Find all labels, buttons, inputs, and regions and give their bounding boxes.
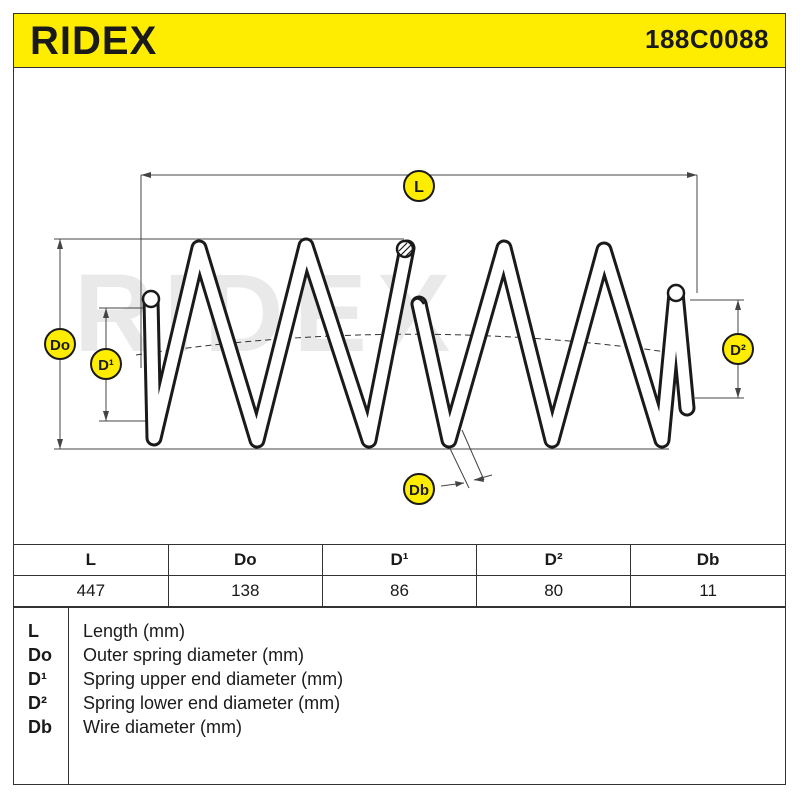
product-sheet: RIDEX 188C0088 RIDEX xyxy=(13,13,786,785)
spring-diagram: RIDEX xyxy=(44,170,754,505)
wire-cut-end xyxy=(395,239,415,259)
spring-drawing: RIDEX xyxy=(14,68,785,543)
header-Db: Db xyxy=(630,544,785,576)
label-D2: D² xyxy=(730,342,746,359)
value-L: 447 xyxy=(14,575,169,607)
label-Db-badge: Db xyxy=(403,473,435,505)
ridex-logo: RIDEX xyxy=(30,23,157,59)
label-D1: D¹ xyxy=(98,357,114,374)
value-D2: 80 xyxy=(476,575,632,607)
header-D1: D¹ xyxy=(321,544,478,576)
table-header-row: L Do D¹ D² Db xyxy=(14,544,785,576)
label-Db: Db xyxy=(409,482,429,499)
value-Do: 138 xyxy=(167,575,323,607)
legend-abbr: Db xyxy=(28,717,52,737)
legend-desc: Length (mm) xyxy=(83,621,186,641)
label-D2-badge: D² xyxy=(722,333,754,365)
label-L: L xyxy=(414,179,424,196)
legend-desc: Wire diameter (mm) xyxy=(83,717,243,737)
legend-abbr: L xyxy=(28,621,39,641)
header-bar: RIDEX 188C0088 xyxy=(14,14,785,68)
table-row: 447 138 86 80 11 xyxy=(14,575,785,607)
part-number: 188C0088 xyxy=(645,24,769,54)
legend-abbr: D² xyxy=(28,693,47,713)
header-D2: D² xyxy=(476,544,632,576)
legend-item: D² Spring lower end diameter (mm) xyxy=(14,693,785,717)
legend-item: Do Outer spring diameter (mm) xyxy=(14,645,785,669)
legend-desc: Spring upper end diameter (mm) xyxy=(83,669,344,689)
header-L: L xyxy=(14,544,169,576)
value-Db: 11 xyxy=(630,575,785,607)
legend-abbr: Do xyxy=(28,645,52,665)
legend: L Length (mm) Do Outer spring diameter (… xyxy=(14,607,785,785)
value-D1: 86 xyxy=(321,575,478,607)
legend-abbr: D¹ xyxy=(28,669,47,689)
legend-divider xyxy=(68,608,69,785)
dimensions-table: L Do D¹ D² Db 447 138 86 80 11 xyxy=(14,544,785,607)
legend-desc: Spring lower end diameter (mm) xyxy=(83,693,341,713)
label-Do: Do xyxy=(50,337,70,354)
label-D1-badge: D¹ xyxy=(90,348,122,380)
label-Do-badge: Do xyxy=(44,328,76,360)
ridex-logo-text: RIDEX xyxy=(30,23,157,59)
legend-desc: Outer spring diameter (mm) xyxy=(83,645,305,665)
legend-item: D¹ Spring upper end diameter (mm) xyxy=(14,669,785,693)
label-L-badge: L xyxy=(403,170,435,202)
legend-item: L Length (mm) xyxy=(14,621,785,645)
legend-item: Db Wire diameter (mm) xyxy=(14,717,785,741)
header-Do: Do xyxy=(167,544,323,576)
